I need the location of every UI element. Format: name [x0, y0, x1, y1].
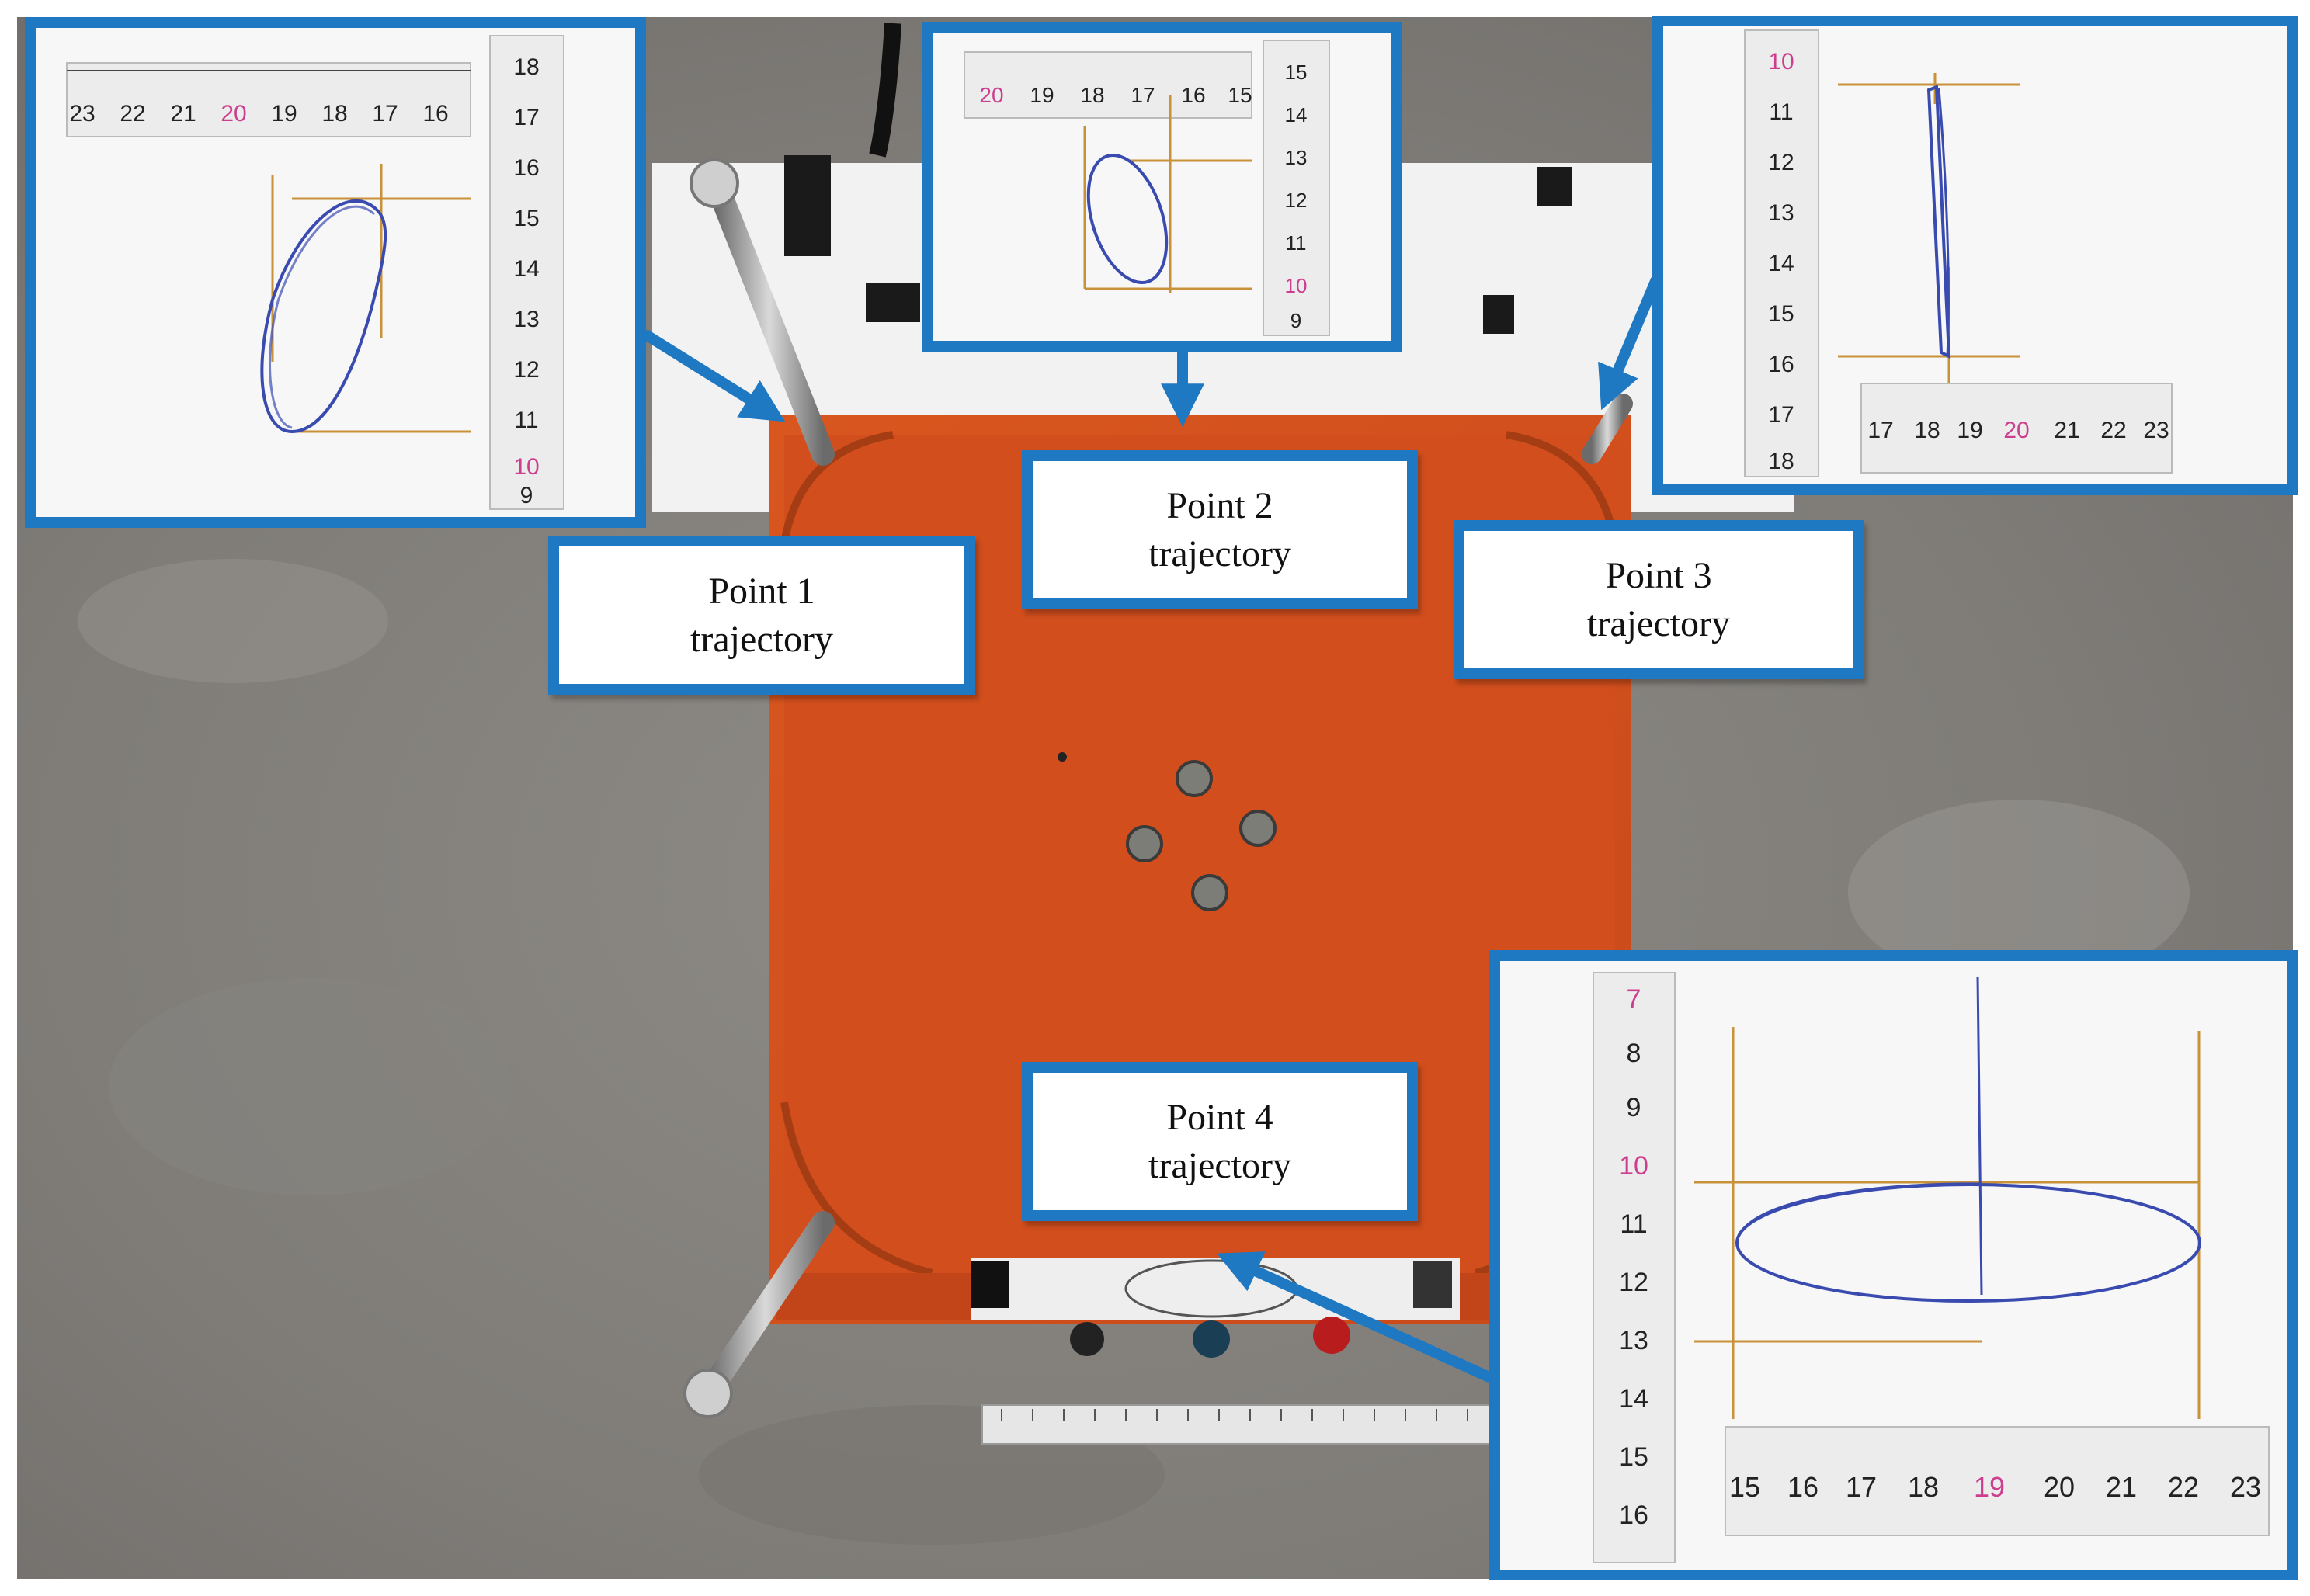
ruler-label: 15	[1285, 61, 1308, 84]
ruler-label: 17	[513, 105, 539, 130]
label-line1: Point 4	[1166, 1096, 1273, 1138]
ruler-label: 11	[1769, 99, 1793, 125]
ruler-label: 12	[513, 357, 539, 383]
ruler-label: 16	[1787, 1471, 1818, 1503]
ruler-label: 14	[1285, 103, 1308, 127]
ruler-label: 15	[513, 206, 539, 231]
ruler-label: 12	[1619, 1268, 1648, 1297]
ruler-label: 10	[513, 454, 539, 480]
ruler-label: 19	[1974, 1471, 2005, 1503]
ruler-label: 20	[979, 83, 1003, 107]
ruler-label: 22	[2168, 1471, 2199, 1503]
trajectory-photo-1: 23 22 21 20 19 18 17 16 18 17 16 15 14 1…	[36, 28, 635, 517]
label-line1: Point 2	[1166, 484, 1273, 526]
inset-point3-trajectory: 10 11 12 13 14 15 16 17 18 17 18 19 20 2…	[1652, 16, 2298, 495]
label-point1-trajectory: Point 1 trajectory	[548, 536, 975, 695]
ruler-label: 16	[1619, 1501, 1648, 1530]
ruler-label: 16	[1181, 83, 1205, 107]
ruler-label: 20	[2003, 418, 2029, 443]
label-line1: Point 3	[1605, 554, 1712, 596]
ruler-label: 17	[1867, 418, 1893, 443]
label-line1: Point 1	[708, 570, 815, 612]
ruler-label: 13	[1285, 146, 1308, 169]
inset-point2-trajectory: 20 19 18 17 16 15 15 14 13 12 11 10 9	[922, 22, 1402, 352]
ruler-label: 16	[1768, 352, 1794, 377]
ruler-label: 13	[513, 307, 539, 332]
ruler-label: 23	[2230, 1471, 2261, 1503]
ruler-label: 22	[2100, 418, 2126, 443]
trajectory-photo-2: 20 19 18 17 16 15 15 14 13 12 11 10 9	[933, 33, 1391, 341]
ruler-label: 10	[1768, 49, 1794, 75]
ruler-label: 16	[422, 101, 448, 127]
ruler-label: 15	[1228, 83, 1252, 107]
ruler-label: 18	[321, 101, 347, 127]
ruler-label: 14	[1768, 251, 1794, 276]
ruler-label: 11	[1620, 1209, 1647, 1239]
ruler-label: 23	[2143, 418, 2169, 443]
ruler-label: 10	[1285, 274, 1308, 297]
label-point3-trajectory: Point 3 trajectory	[1454, 520, 1864, 679]
ruler-label: 21	[2106, 1471, 2137, 1503]
ruler-label: 15	[1729, 1471, 1760, 1503]
ruler-label: 18	[513, 54, 539, 80]
inset-point4-trajectory: 7 8 9 10 11 12 13 14 15 16 15 16 17 18 1…	[1489, 950, 2298, 1580]
label-point4-trajectory: Point 4 trajectory	[1022, 1062, 1418, 1221]
ruler-label: 17	[1131, 83, 1155, 107]
ruler-label: 13	[1768, 200, 1794, 226]
ruler-label: 10	[1619, 1151, 1648, 1181]
inset-point1-trajectory: 23 22 21 20 19 18 17 16 18 17 16 15 14 1…	[25, 17, 646, 528]
label-line2: trajectory	[690, 618, 833, 660]
ruler-label: 23	[69, 101, 95, 127]
ruler-label: 22	[120, 101, 145, 127]
label-line2: trajectory	[1148, 1144, 1291, 1186]
ruler-label: 18	[1908, 1471, 1939, 1503]
ruler-label: 19	[1030, 83, 1054, 107]
ruler-label: 20	[2044, 1471, 2075, 1503]
ruler-label: 19	[1957, 418, 1982, 443]
ruler-label: 16	[513, 155, 539, 181]
ruler-label: 8	[1627, 1039, 1641, 1068]
ruler-label: 19	[271, 101, 297, 127]
arrow-icon	[1217, 1251, 1493, 1383]
arrow-icon	[641, 329, 786, 422]
ruler-label: 18	[1914, 418, 1940, 443]
ruler-label: 17	[1846, 1471, 1877, 1503]
ruler-label: 11	[514, 408, 538, 433]
ruler-label: 18	[1080, 83, 1104, 107]
label-line2: trajectory	[1587, 602, 1730, 644]
trajectory-photo-4: 7 8 9 10 11 12 13 14 15 16 15 16 17 18 1…	[1500, 961, 2287, 1570]
ruler-label: 21	[170, 101, 196, 127]
ruler-label: 17	[1768, 402, 1794, 428]
label-line2: trajectory	[1148, 533, 1291, 574]
label-point2-trajectory: Point 2 trajectory	[1022, 450, 1418, 609]
ruler-label: 17	[372, 101, 398, 127]
arrow-icon	[1598, 277, 1662, 411]
ruler-label: 14	[513, 256, 539, 282]
ruler-label: 15	[1768, 301, 1794, 327]
ruler-label: 9	[1627, 1093, 1641, 1122]
ruler-label: 21	[2054, 418, 2079, 443]
ruler-label: 7	[1627, 984, 1641, 1014]
ruler-label: 14	[1619, 1384, 1648, 1414]
ruler-label: 11	[1286, 231, 1307, 255]
ruler-label: 15	[1619, 1442, 1648, 1472]
ruler-label: 12	[1285, 189, 1308, 212]
ruler-label: 18	[1768, 449, 1794, 474]
ruler-label: 13	[1619, 1326, 1648, 1355]
ruler-label: 9	[520, 483, 533, 508]
ruler-label: 12	[1768, 150, 1794, 175]
ruler-label: 20	[221, 101, 246, 127]
trajectory-photo-3: 10 11 12 13 14 15 16 17 18 17 18 19 20 2…	[1663, 26, 2287, 484]
ruler-label: 9	[1290, 309, 1301, 332]
